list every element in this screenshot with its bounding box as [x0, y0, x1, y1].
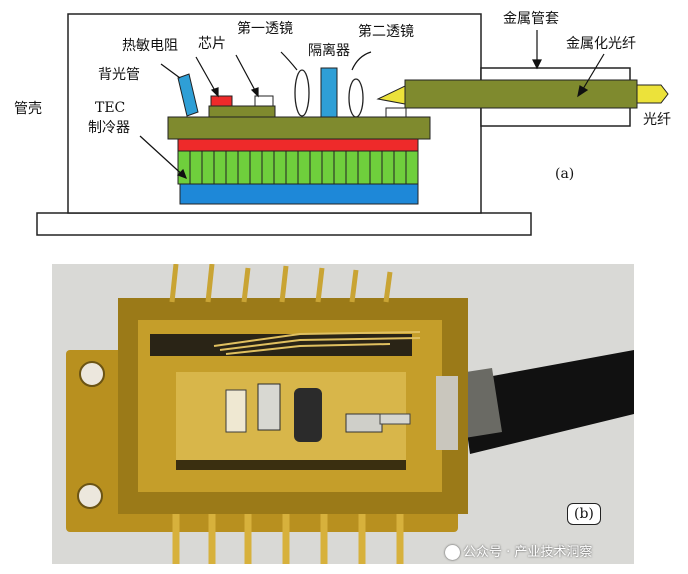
label-shell: 管壳 — [14, 101, 42, 117]
label-first-lens: 第一透镜 — [237, 21, 293, 37]
chip-carrier — [225, 389, 247, 433]
first-lens — [294, 69, 310, 117]
laser-chip — [254, 95, 274, 107]
metallized-fiber — [404, 79, 638, 109]
fiber-support — [385, 107, 407, 118]
leader-lens2 — [351, 51, 372, 71]
top-pins — [169, 264, 393, 303]
fiber-cable — [460, 350, 634, 454]
tec-edge — [176, 460, 406, 470]
arrowhead-tec — [176, 168, 188, 180]
bottom-pins — [172, 514, 404, 564]
label-fiber: 光纤 — [643, 112, 671, 128]
arrowhead-sleeve — [532, 59, 542, 70]
label-isolator: 隔离器 — [308, 43, 350, 59]
arrowhead-chip — [250, 87, 259, 98]
panel-tag-a: (a) — [555, 166, 575, 182]
tec-red-plate — [177, 138, 419, 152]
back-photodiode — [177, 73, 199, 117]
tec-pillar-lines — [189, 151, 407, 184]
panel-tag-b: (b) — [567, 503, 601, 525]
fiber-core — [636, 84, 669, 104]
bond-wires — [213, 331, 421, 355]
leader-tec — [139, 135, 187, 179]
fiber-ferrule — [379, 413, 411, 425]
mount-hole-left-bottom — [77, 483, 103, 509]
label-chip: 芯片 — [198, 36, 226, 52]
second-lens — [348, 78, 364, 118]
label-tec-cooler: 制冷器 — [88, 120, 130, 136]
leader-lens1 — [280, 51, 298, 71]
lens-2-mount — [345, 413, 383, 433]
label-metal-sleeve: 金属管套 — [503, 11, 559, 27]
label-tec: TEC — [95, 100, 126, 116]
label-metallized-fiber: 金属化光纤 — [566, 36, 636, 52]
isolator-body — [294, 388, 322, 442]
label-thermistor: 热敏电阻 — [122, 38, 178, 54]
mount-hole-left-top — [79, 361, 105, 387]
thermistor — [210, 95, 233, 107]
watermark: 公众号 · 产业技术洞察 — [463, 545, 593, 560]
photo-b — [52, 264, 634, 564]
diagram-a — [36, 13, 669, 236]
substrate — [167, 116, 431, 140]
leader-metallized-fiber — [579, 53, 605, 95]
leader-back-pd — [160, 63, 181, 79]
wechat-icon — [445, 545, 460, 560]
lens-1-mount — [257, 383, 281, 431]
arrowhead-metallized-fiber — [577, 85, 589, 98]
base-plate — [36, 212, 532, 236]
tec-blue-base — [179, 183, 419, 205]
solder-seam — [436, 376, 458, 450]
chip-submount — [208, 105, 276, 118]
isolator — [320, 67, 338, 118]
label-back-photodiode: 背光管 — [98, 67, 140, 83]
fiber-tip — [376, 85, 406, 105]
label-second-lens: 第二透镜 — [358, 24, 414, 40]
arrowhead-thermistor — [210, 87, 219, 98]
